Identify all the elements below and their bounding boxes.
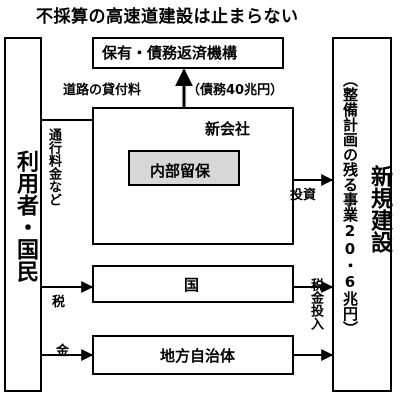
users-citizens-label: 利用者・国民 (13, 150, 38, 282)
national-government-label: 国 (184, 276, 200, 294)
national-government-box (92, 265, 294, 303)
new-construction-box (332, 37, 392, 392)
internal-reserves-box (128, 150, 240, 186)
new-company-label: 新会社 (205, 120, 251, 138)
investment-label: 投資 (290, 188, 317, 203)
money-label: 金 (56, 344, 70, 359)
diagram-title: 不採算の高速道建設は止まらない (36, 7, 299, 27)
internal-reserves-label: 内部留保 (150, 162, 211, 180)
new-construction-label: 新規建設 (367, 165, 392, 253)
new-construction-note: （整備計画の残る事業20・6兆円） (341, 72, 359, 336)
users-citizens-box (4, 37, 42, 392)
local-government-box (92, 335, 294, 375)
road-lease-label: 道路の貸付料 (63, 83, 142, 98)
debt-label: （債務40兆円） (187, 83, 284, 98)
tax-label: 税 (52, 295, 66, 310)
tolls-label: 通行料金など (46, 128, 61, 206)
debt-repayment-agency-label: 保有・債務返済機構 (102, 44, 238, 62)
debt-repayment-agency-box (92, 37, 284, 69)
local-government-label: 地方自治体 (160, 347, 236, 365)
tax-input-label: 税金投入 (308, 278, 323, 330)
